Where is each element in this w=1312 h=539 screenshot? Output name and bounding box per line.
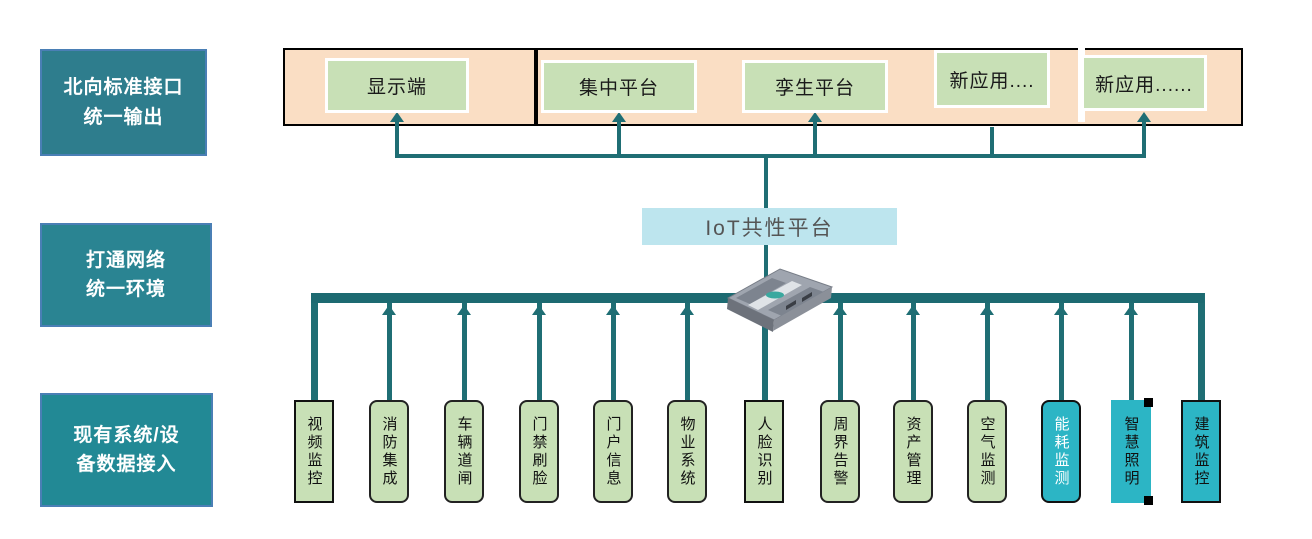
- connector-line: [1198, 293, 1205, 400]
- app-box-1: 显示端: [325, 58, 469, 113]
- connector-arrow: [1137, 112, 1151, 122]
- system-box-5: 门户信息: [593, 400, 633, 503]
- system-box-label: 空气监测: [978, 415, 996, 488]
- label-device-data-access: 现有系统/设 备数据接入: [40, 393, 213, 507]
- system-box-10: 空气监测: [967, 400, 1007, 503]
- system-box-7: 人脸识别: [744, 400, 784, 503]
- connector-arrow: [980, 305, 994, 315]
- connector-arrow: [612, 112, 626, 122]
- connector-arrow: [457, 305, 471, 315]
- connector-line: [813, 120, 817, 158]
- connector-arrow: [1124, 305, 1138, 315]
- connector-line: [990, 127, 994, 158]
- connector-arrow: [390, 112, 404, 122]
- connector-arrow: [532, 305, 546, 315]
- connector-line: [537, 303, 542, 400]
- system-box-label: 消防集成: [380, 415, 398, 488]
- system-box-label: 物业系统: [678, 415, 696, 488]
- label-unified-network: 打通网络 统一环境: [40, 223, 212, 327]
- connector-line: [985, 303, 990, 400]
- connector-arrow: [833, 305, 847, 315]
- system-box-11: 能耗监测: [1041, 400, 1081, 503]
- connector-line: [611, 303, 616, 400]
- app-box-4: 新应用....: [934, 50, 1050, 108]
- connector-arrow: [906, 305, 920, 315]
- connector-line: [462, 303, 467, 400]
- connector-line: [1142, 120, 1146, 158]
- connector-line: [838, 303, 843, 400]
- connector-line: [1129, 303, 1134, 400]
- system-box-label: 人脸识别: [755, 415, 773, 488]
- gateway-device-image: [726, 268, 834, 332]
- system-box-3: 车辆道闸: [444, 400, 484, 503]
- connector-line: [911, 303, 916, 400]
- connector-line: [762, 303, 767, 400]
- system-box-label: 视频监控: [305, 415, 323, 488]
- connector-line: [764, 156, 768, 208]
- app-box-5: 新应用......: [1081, 55, 1207, 111]
- system-box-label: 周界告警: [831, 415, 849, 488]
- applications-bar-divider: [534, 48, 538, 126]
- system-box-13: 建筑监控: [1181, 400, 1221, 503]
- connector-arrow: [680, 305, 694, 315]
- system-box-12: 智慧照明: [1111, 398, 1153, 505]
- connector-line: [387, 303, 392, 400]
- connector-arrow: [382, 305, 396, 315]
- connector-line: [685, 303, 690, 400]
- system-box-label: 智慧照明: [1122, 415, 1140, 488]
- system-box-label: 能耗监测: [1052, 415, 1070, 488]
- app-box-2: 集中平台: [541, 60, 697, 113]
- system-box-4: 门禁刷脸: [519, 400, 559, 503]
- system-box-1: 视频监控: [294, 400, 334, 503]
- label-north-interface: 北向标准接口 统一输出: [40, 49, 207, 156]
- iot-platform-box: IoT共性平台: [642, 208, 897, 245]
- connector-line: [395, 120, 399, 158]
- system-box-8: 周界告警: [820, 400, 860, 503]
- system-box-6: 物业系统: [667, 400, 707, 503]
- connector-arrow: [808, 112, 822, 122]
- app-box-3: 孪生平台: [742, 60, 888, 113]
- connector-arrow: [1054, 305, 1068, 315]
- system-box-9: 资产管理: [893, 400, 933, 503]
- connector-arrow: [606, 305, 620, 315]
- connector-line: [311, 293, 318, 400]
- system-box-2: 消防集成: [369, 400, 409, 503]
- system-box-label: 门禁刷脸: [530, 415, 548, 488]
- connector-line: [1059, 303, 1064, 400]
- connector-line: [397, 154, 1144, 158]
- system-box-label: 车辆道闸: [455, 415, 473, 488]
- connector-line: [617, 120, 621, 158]
- system-box-label: 门户信息: [604, 415, 622, 488]
- system-box-label: 建筑监控: [1192, 415, 1210, 488]
- system-box-label: 资产管理: [904, 415, 922, 488]
